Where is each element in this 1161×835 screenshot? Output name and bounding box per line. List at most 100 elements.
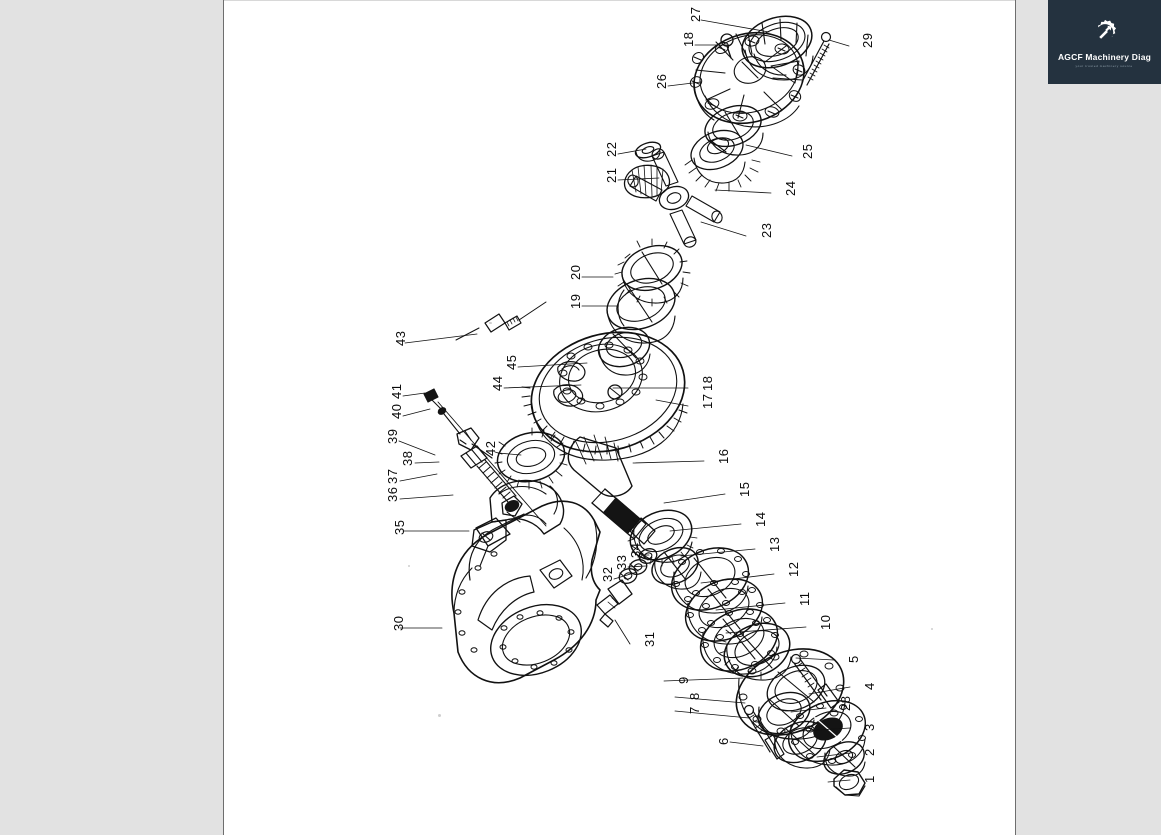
part-6-bolt xyxy=(743,704,785,760)
callout-number-35: 35 xyxy=(392,519,407,535)
part-15-pinion-bearing xyxy=(627,509,698,567)
part-4-stud xyxy=(793,658,840,709)
callout-number-24: 24 xyxy=(783,180,798,196)
callout-number-36: 36 xyxy=(385,486,400,502)
part-17-ring-gear-carrier xyxy=(521,326,688,461)
scan-speck xyxy=(489,322,492,324)
part-41-pin-head xyxy=(423,388,443,411)
callout-number-20: 20 xyxy=(568,264,583,280)
callout-number-37: 37 xyxy=(385,468,400,484)
part-40-pin xyxy=(437,407,461,435)
callout-number-7: 7 xyxy=(687,706,702,714)
leader-line xyxy=(617,177,660,181)
scan-speck xyxy=(438,714,441,717)
callout-number-13: 13 xyxy=(767,536,782,552)
part-41-rod xyxy=(437,401,547,527)
callout-number-27: 27 xyxy=(688,6,703,22)
part-18-dowel-pin-top xyxy=(720,33,734,59)
part-11-flange-housing xyxy=(699,608,779,675)
callout-number-15: 15 xyxy=(737,481,752,497)
brand-name: AGCF Machinery Diag xyxy=(1057,52,1152,63)
part-14-spacer-ring xyxy=(651,546,702,590)
scan-speck xyxy=(408,565,410,567)
part-22-thrust-washer xyxy=(634,141,662,162)
leader-line xyxy=(808,686,851,695)
part-42-roller-bearing xyxy=(494,427,568,490)
leader-line xyxy=(828,39,850,47)
part-27-taper-bearing xyxy=(741,15,814,81)
callout-number-1: 1 xyxy=(862,775,877,783)
callout-number-43: 43 xyxy=(393,330,408,346)
leader-line xyxy=(627,565,647,568)
leader-lines xyxy=(398,19,851,783)
callout-number-29: 29 xyxy=(860,32,875,48)
callout-number-41: 41 xyxy=(389,383,404,399)
leader-line xyxy=(398,440,436,456)
callout-number-9: 9 xyxy=(676,676,691,684)
part-26-differential-case xyxy=(689,31,806,128)
callout-number-32: 32 xyxy=(600,566,615,582)
leader-line xyxy=(669,523,742,532)
leader-line xyxy=(790,707,827,713)
leader-line xyxy=(800,727,851,732)
callout-number-22: 22 xyxy=(604,141,619,157)
callout-number-40: 40 xyxy=(389,403,404,419)
gear-hammer-icon xyxy=(1096,20,1116,41)
leader-line xyxy=(745,144,793,157)
leader-line xyxy=(399,473,438,482)
leader-line xyxy=(700,19,770,33)
callout-number-38: 38 xyxy=(400,450,415,466)
part-19-bearing-race xyxy=(606,277,676,344)
part-18-hub-pin xyxy=(607,384,623,400)
callout-number-19: 19 xyxy=(568,293,583,309)
part-30-axle-housing xyxy=(451,500,601,684)
callout-number-2: 2 xyxy=(862,748,877,756)
callout-number-26: 26 xyxy=(654,73,669,89)
leader-line xyxy=(700,573,775,584)
leader-line xyxy=(729,741,764,747)
part-29-stud-bolt xyxy=(801,31,832,86)
callout-number-5: 5 xyxy=(846,655,861,663)
leader-line xyxy=(655,399,689,407)
callout-number-6: 6 xyxy=(716,737,731,745)
part-37-spring xyxy=(476,459,517,503)
leader-line xyxy=(402,408,431,417)
callout-number-3: 3 xyxy=(862,723,877,731)
callout-number-44: 44 xyxy=(490,375,505,391)
leader-line xyxy=(613,571,638,580)
leader-line xyxy=(497,452,522,456)
callout-number-4: 4 xyxy=(862,682,877,690)
leader-line xyxy=(725,626,807,634)
exploded-parts-illustration xyxy=(224,0,1015,835)
part-10-bearing-housing xyxy=(719,622,792,681)
callout-number-21: 21 xyxy=(604,167,619,183)
leader-line xyxy=(674,696,746,704)
leader-line xyxy=(404,333,478,344)
callout-number-28: 28 xyxy=(838,695,853,711)
callout-number-11: 11 xyxy=(797,591,812,607)
leader-line xyxy=(402,392,426,397)
callout-number-45: 45 xyxy=(504,354,519,370)
part-16-drive-pinion xyxy=(567,434,656,545)
brand-tagline: your trusted machinery source xyxy=(1075,63,1134,68)
callout-number-14: 14 xyxy=(753,511,768,527)
callout-number-18: 18 xyxy=(700,375,715,391)
part-31-plug xyxy=(596,579,633,628)
leader-line xyxy=(414,461,440,464)
page-top-edge xyxy=(224,0,1015,1)
callout-number-23: 23 xyxy=(759,222,774,238)
part-24-side-gear-stack xyxy=(684,129,761,192)
part-5-washer-pin xyxy=(790,653,802,665)
callout-number-33: 33 xyxy=(614,554,629,570)
leader-line xyxy=(399,494,454,500)
leader-line xyxy=(715,602,786,611)
part-43-bolt xyxy=(455,301,547,341)
leader-line xyxy=(663,677,744,682)
part-20-bearing-cage xyxy=(614,238,691,307)
leader-line xyxy=(667,81,702,87)
part-1-nut xyxy=(833,769,866,797)
leader-line xyxy=(816,752,851,758)
callout-number-25: 25 xyxy=(800,143,815,159)
